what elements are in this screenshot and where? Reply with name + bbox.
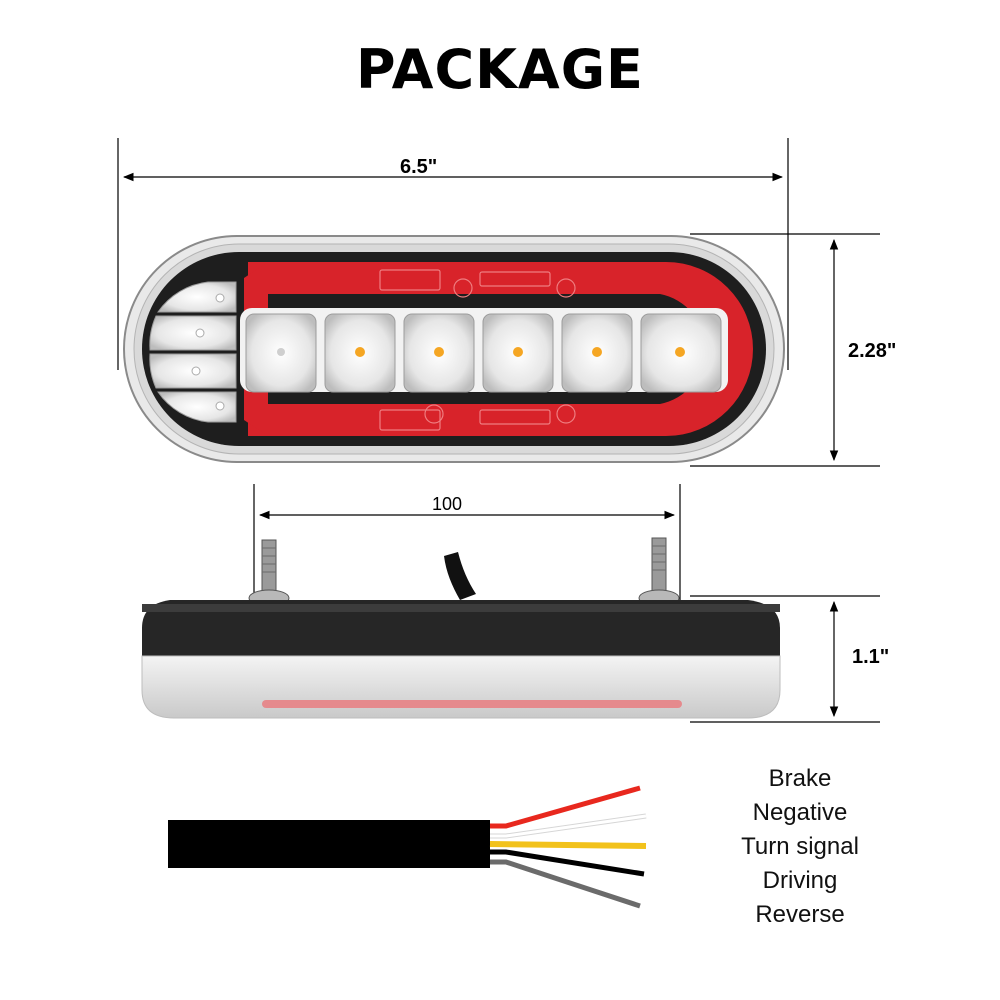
width-label: 6.5"	[400, 156, 438, 178]
stud-spacing-dimension	[253, 484, 681, 600]
wire-label-brake: Brake	[768, 765, 832, 792]
lamp-front-view	[123, 235, 785, 463]
led-cells	[245, 313, 722, 393]
lamp-side-view	[141, 537, 781, 719]
height-dimension	[690, 233, 880, 467]
cable-diagram	[168, 785, 647, 909]
page-title: PACKAGE	[356, 38, 644, 101]
wire-legend: Brake Negative Turn signal Driving Rever…	[700, 762, 900, 932]
reverse-lamp-segments	[149, 281, 237, 423]
height-label: 2.28"	[848, 340, 897, 362]
wire-label-turn-signal: Turn signal	[741, 833, 859, 860]
stud-spacing-label: 100	[432, 494, 463, 514]
molded-text-marks	[379, 269, 576, 431]
width-dimension	[117, 138, 789, 370]
depth-label: 1.1"	[852, 646, 890, 668]
wire-label-driving: Driving	[762, 867, 838, 894]
wire-label-reverse: Reverse	[755, 901, 845, 928]
wire-label-negative: Negative	[752, 799, 848, 826]
depth-dimension	[690, 595, 880, 723]
